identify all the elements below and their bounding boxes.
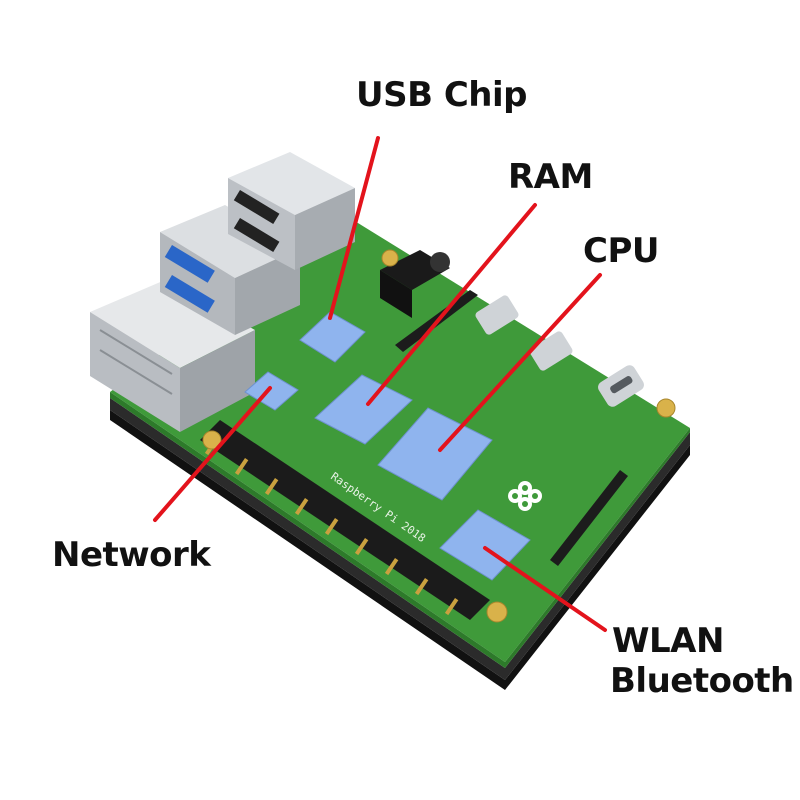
network-pointer	[153, 386, 272, 522]
bluetooth-label: Bluetooth	[610, 661, 794, 701]
wlan-pointer	[483, 546, 607, 632]
usb-c-port	[598, 365, 644, 407]
pointer-lines	[153, 136, 607, 632]
usb-port-stack-black	[228, 152, 355, 270]
display-connector	[550, 470, 628, 566]
audio-jack	[380, 250, 450, 318]
ram-label: RAM	[508, 157, 593, 197]
wlan-label: WLAN	[612, 621, 724, 661]
usb-port-stack-blue	[160, 205, 300, 335]
micro-hdmi-ports	[475, 295, 573, 371]
network-chip-pad	[244, 371, 299, 411]
cpu-chip-pad	[377, 407, 493, 501]
cpu-pointer	[438, 273, 602, 452]
cpu-label: CPU	[583, 231, 659, 271]
ram-chip-pad	[314, 374, 413, 445]
usb-chip-pointer	[328, 136, 380, 320]
brass-standoffs	[202, 249, 676, 623]
usb-chip-label: USB Chip	[356, 75, 528, 115]
ethernet-port	[90, 280, 255, 432]
ram-pointer	[366, 203, 537, 406]
usb-chip-pad	[299, 311, 366, 363]
network-label: Network	[52, 535, 211, 575]
